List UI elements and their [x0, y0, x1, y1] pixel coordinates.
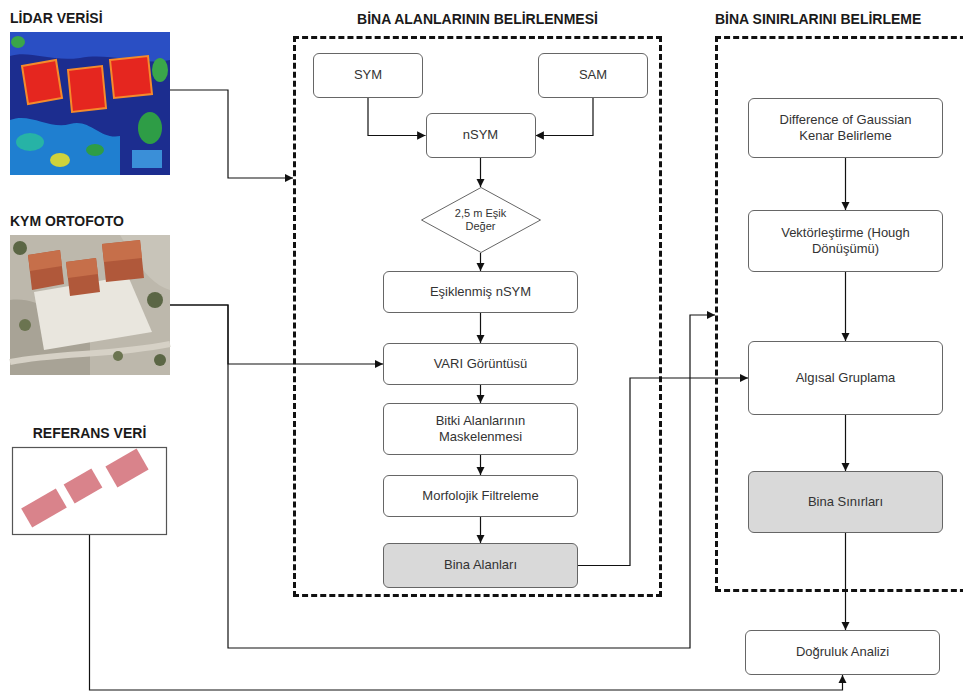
- lidar-image-part: [22, 60, 62, 104]
- flow-arrow: [90, 535, 843, 690]
- box-label: Algısal Gruplama: [796, 370, 896, 386]
- process-box: Morfolojik Filtreleme: [383, 475, 578, 517]
- flow-arrow: [845, 415, 846, 471]
- process-box: Difference of Gaussian Kenar Belirleme: [748, 98, 943, 158]
- box-label: Morfolojik Filtreleme: [422, 488, 538, 504]
- flow-arrow: [578, 378, 748, 566]
- heading-label: LİDAR VERİSİ: [10, 9, 103, 27]
- box-label: SYM: [354, 67, 382, 83]
- process-box: Vektörleştirme (Hough Dönüşümü): [748, 210, 943, 272]
- lidar-image-part: [16, 133, 44, 151]
- diamond-shape: [421, 188, 540, 253]
- flow-arrow: [480, 385, 481, 403]
- orthophoto-image-part: [13, 241, 27, 255]
- lidar-image-part: [110, 56, 152, 98]
- lidar-image-part: [152, 58, 168, 82]
- lidar-image: [10, 32, 170, 175]
- lidar-data-image: LİDAR VERİSİ: [10, 32, 170, 175]
- flow-arrow: [480, 313, 481, 343]
- box-label: Eşiklenmiş nSYM: [430, 284, 531, 300]
- orthophoto-image: [10, 235, 170, 375]
- process-box: nSYM: [426, 113, 536, 158]
- flow-arrow: [480, 455, 481, 475]
- flow-arrow: [170, 90, 293, 178]
- orthophoto-image-part: [66, 258, 100, 296]
- orthophoto-image-part: [154, 354, 166, 366]
- heading-label: KYM ORTOFOTO: [10, 212, 124, 230]
- flow-arrow: [480, 253, 481, 271]
- lidar-image-part: [132, 150, 162, 168]
- connector-group: [90, 90, 846, 690]
- reference-data-image-part: [21, 488, 67, 527]
- process-box: VARI Görüntüsü: [383, 343, 578, 385]
- box-label: Bitki Alanlarının Maskelenmesi: [406, 413, 556, 446]
- heading-label: BİNA ALANLARININ BELİRLENMESİ: [256, 10, 699, 28]
- box-label: nSYM: [463, 127, 498, 143]
- orthophoto-image-part: [28, 250, 64, 290]
- lidar-image-part: [68, 66, 106, 112]
- flow-arrow: [536, 98, 594, 136]
- result-box: Bina Alanları: [383, 543, 578, 588]
- orthophoto-image-part: [28, 250, 62, 271]
- orthophoto-image-part: [102, 240, 144, 282]
- orthophoto-image-part: [10, 344, 170, 362]
- lidar-image-part: [11, 36, 25, 48]
- stage-group: SYM SAM nSYM 2,5 m Eşik DeğerEşiklenmiş nSY…: [293, 36, 662, 597]
- orthophoto-image-part: [19, 319, 31, 331]
- flow-arrow: [845, 272, 846, 341]
- box-label: Doğruluk Analizi: [796, 644, 889, 660]
- reference-data-image: [13, 448, 167, 535]
- box-label: 2,5 m Eşik Değer: [449, 207, 513, 233]
- reference-data-image-part: [105, 449, 148, 488]
- box-label: Bina Sınırları: [808, 494, 883, 510]
- box-label: Difference of Gaussian Kenar Belirleme: [766, 112, 925, 145]
- reference-data-image: REFERANS VERİ: [12, 447, 167, 535]
- heading-label: REFERANS VERİ: [0, 424, 207, 442]
- result-box: Bina Sınırları: [748, 471, 943, 533]
- box-label: VARI Görüntüsü: [434, 356, 528, 372]
- process-box: Bitki Alanlarının Maskelenmesi: [383, 403, 578, 455]
- reference-data-image-part: [13, 448, 167, 535]
- lidar-image-part: [86, 144, 104, 156]
- lidar-image-part: [50, 153, 70, 167]
- flow-arrow: [480, 517, 481, 543]
- lidar-image-part: [138, 112, 162, 144]
- orthophoto-image: KYM ORTOFOTO: [10, 235, 170, 375]
- reference-data-image-part: [64, 468, 103, 503]
- flow-arrow: [170, 305, 383, 364]
- decision-diamond: 2,5 m Eşik Değer: [421, 187, 541, 253]
- orthophoto-image-part: [10, 235, 170, 375]
- flow-arrow: [845, 533, 846, 630]
- orthophoto-image-part: [147, 292, 163, 308]
- flow-arrow: [845, 158, 846, 210]
- orthophoto-image-part: [66, 258, 98, 278]
- process-box: Algısal Gruplama: [748, 341, 943, 415]
- process-box: Eşiklenmiş nSYM: [383, 271, 578, 313]
- orthophoto-image-part: [113, 351, 123, 361]
- process-box: SYM: [313, 53, 423, 98]
- flow-arrow: [368, 98, 426, 136]
- lidar-image-part: [10, 32, 170, 175]
- process-box: Doğruluk Analizi: [745, 630, 940, 675]
- lidar-image-part: [10, 118, 120, 175]
- process-box: SAM: [538, 53, 648, 98]
- box-label: SAM: [579, 67, 607, 83]
- box-label: Bina Alanları: [444, 557, 517, 573]
- box-label: Vektörleştirme (Hough Dönüşümü): [781, 225, 911, 258]
- stage-group: Difference of Gaussian Kenar BelirlemeVe…: [715, 36, 963, 592]
- orthophoto-image-part: [102, 240, 142, 262]
- flow-arrow: [480, 158, 481, 187]
- heading-label: BİNA SINIRLARINI BELİRLEME: [715, 10, 921, 28]
